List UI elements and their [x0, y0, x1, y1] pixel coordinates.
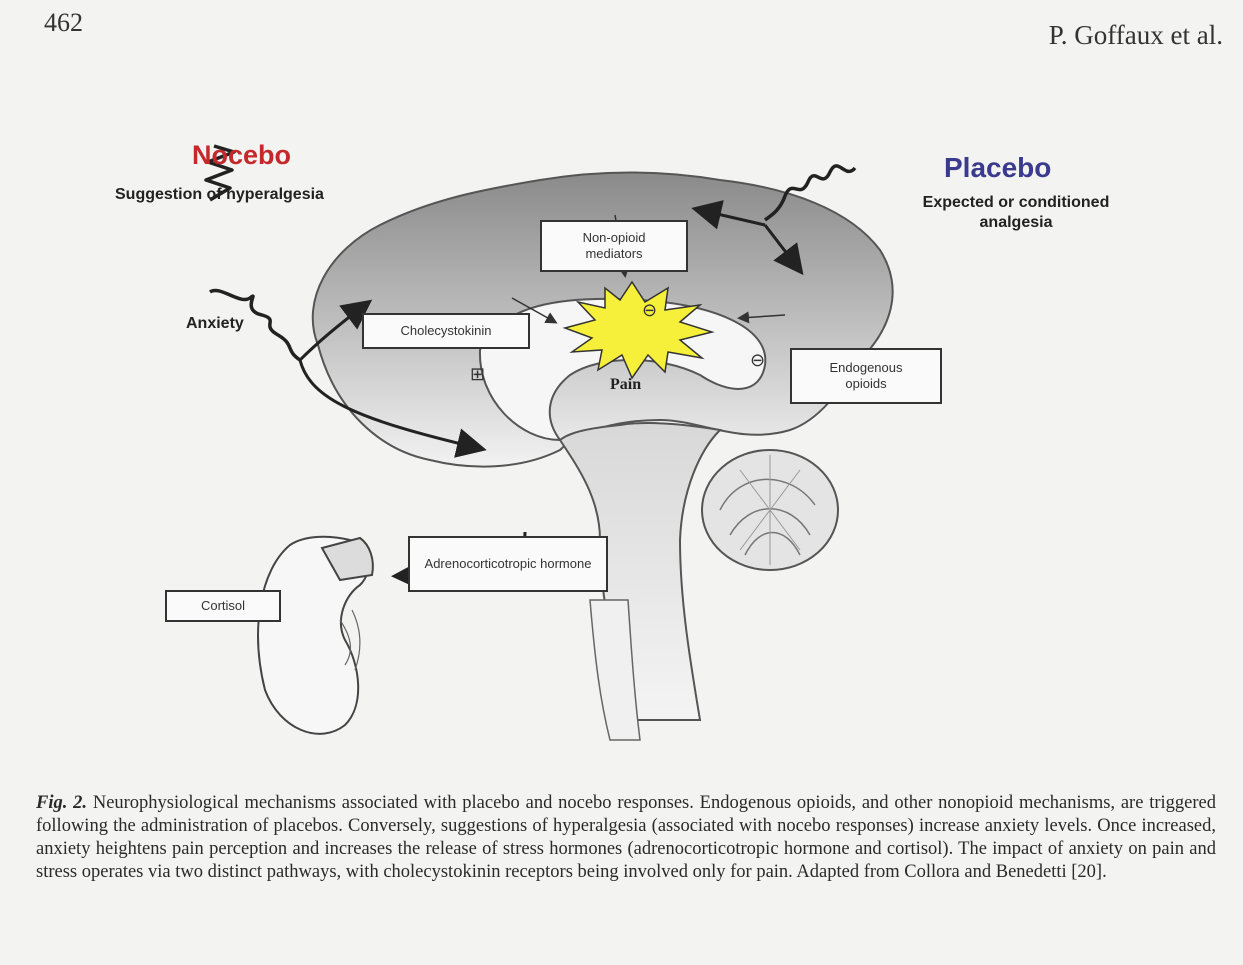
figure-label: Fig. 2. [36, 793, 87, 813]
inhibit-symbol-nonopioid: ⊖ [642, 300, 657, 321]
kidney-adrenal [258, 537, 373, 734]
non-opioid-mediators-label: Non-opioid mediators [559, 230, 669, 262]
nocebo-title: Nocebo [192, 140, 291, 171]
inhibit-symbol-opioids: ⊖ [750, 350, 765, 371]
cortisol-box: Cortisol [165, 590, 281, 622]
figure-2: Nocebo Suggestion of hyperalgesia Anxiet… [0, 60, 1243, 790]
page-number: 462 [44, 8, 83, 38]
cerebellum [702, 450, 838, 570]
cholecystokinin-label: Cholecystokinin [400, 323, 491, 339]
figure-caption: Fig. 2. Neurophysiological mechanisms as… [36, 792, 1216, 884]
running-head: P. Goffaux et al. [1049, 20, 1223, 51]
placebo-subtitle: Expected or conditioned analgesia [890, 193, 1142, 233]
pain-label: Pain [610, 376, 641, 394]
caption-text: Neurophysiological mechanisms associated… [36, 793, 1216, 882]
nocebo-subtitle: Suggestion of hyperalgesia [115, 186, 324, 204]
brain-diagram [0, 60, 1243, 790]
acth-box: Adrenocorticotropic hormone [408, 536, 608, 592]
cortisol-label: Cortisol [201, 598, 245, 614]
acth-label: Adrenocorticotropic hormone [418, 556, 598, 572]
cholecystokinin-box: Cholecystokinin [362, 313, 530, 349]
placebo-title: Placebo [944, 152, 1051, 184]
facilitate-symbol-cck: ⊞ [470, 364, 485, 385]
non-opioid-mediators-box: Non-opioid mediators [540, 220, 688, 272]
anxiety-label: Anxiety [186, 315, 244, 333]
endogenous-opioids-box: Endogenous opioids [790, 348, 942, 404]
endogenous-opioids-label: Endogenous opioids [816, 360, 916, 392]
